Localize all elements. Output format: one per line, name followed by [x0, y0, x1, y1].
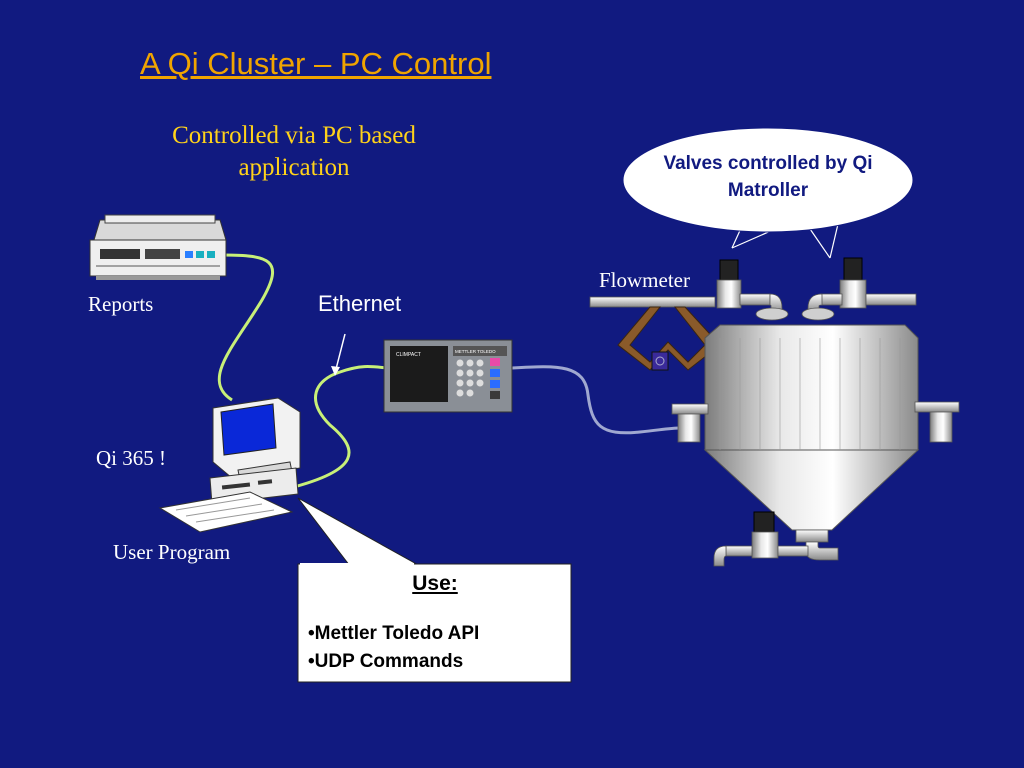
flowmeter-icon	[589, 296, 721, 371]
use-item-udp: •UDP Commands	[308, 651, 464, 672]
printer-icon	[89, 214, 227, 280]
valves-callout-text: Valves controlled by Qi Matroller	[663, 153, 873, 201]
flowmeter-label: Flowmeter	[599, 268, 690, 292]
valve-bottom-icon	[713, 511, 809, 567]
use-callout-box	[297, 497, 572, 683]
user-program-label: User Program	[113, 540, 231, 564]
computer-icon	[158, 397, 301, 533]
use-callout-list: •Mettler Toledo API •UDP Commands	[308, 620, 479, 676]
use-item-api: •Mettler Toledo API	[308, 623, 480, 644]
weighing-terminal: CLIMPACT METTLER TOLEDO	[383, 339, 513, 413]
slide-title: A Qi Cluster – PC Control	[140, 46, 492, 81]
printer-cable	[217, 253, 274, 402]
ethernet-arrow	[331, 333, 346, 376]
valves-callout-bubble	[622, 127, 914, 259]
valve-top-left-icon	[716, 259, 789, 321]
valve-cable	[511, 365, 681, 435]
ethernet-cable	[289, 365, 387, 490]
valve-top-right-icon	[801, 257, 917, 321]
terminal-left-brand: CLIMPACT	[396, 352, 421, 358]
storage-tank	[671, 324, 960, 561]
ethernet-label: Ethernet	[318, 291, 402, 316]
slide-subtitle: Controlled via PC based application	[172, 122, 416, 181]
terminal-right-brand: METTLER TOLEDO	[455, 349, 496, 354]
use-callout-title: Use:	[412, 572, 458, 595]
qi-label: Qi 365 !	[96, 446, 166, 470]
reports-label: Reports	[88, 292, 154, 316]
